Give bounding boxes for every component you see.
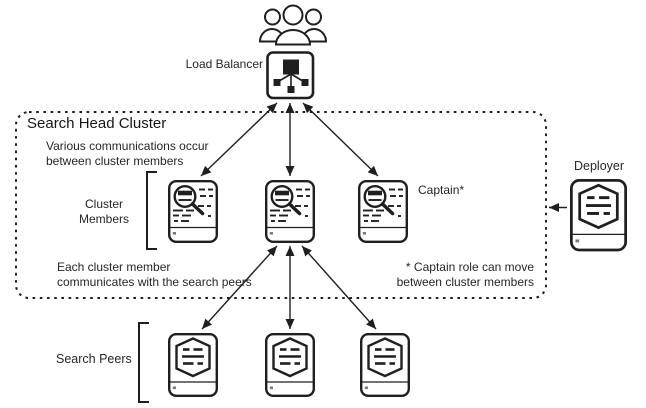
lb-to-members-arrows xyxy=(200,102,379,177)
note-communications-line2: between cluster members xyxy=(46,154,184,168)
cluster-members-label-line1: Cluster xyxy=(84,197,123,211)
load-balancer-label: Load Balancer xyxy=(185,57,263,71)
cluster-members-label-line2: Members xyxy=(78,212,129,226)
note-search-peers-line1: Each cluster member xyxy=(57,260,171,274)
captain-footnote-line1: * Captain role can move xyxy=(405,260,534,274)
arrow-sh2-peer3 xyxy=(301,245,377,330)
captain-footnote-line2: between cluster members xyxy=(396,275,534,289)
deployer-label: Deployer xyxy=(573,159,625,173)
cluster-members-label: Cluster Members xyxy=(68,197,140,227)
search-head-cluster-boundary xyxy=(15,111,547,299)
note-communications: Various communications occur between clu… xyxy=(46,139,209,169)
search-peer-node-3 xyxy=(359,332,411,398)
note-search-peers: Each cluster member communicates with th… xyxy=(57,260,252,290)
search-peers-label: Search Peers xyxy=(56,352,132,366)
users-icon xyxy=(258,4,328,46)
note-search-peers-line2: communicates with the search peers xyxy=(57,275,252,289)
arrow-lb-sh3 xyxy=(302,102,379,177)
search-head-node-1 xyxy=(169,181,217,242)
search-peers-bracket xyxy=(138,322,149,403)
search-head-node-2 xyxy=(266,181,314,242)
search-peer-node-2 xyxy=(264,332,316,398)
note-communications-line1: Various communications occur xyxy=(46,139,209,153)
captain-footnote: * Captain role can move between cluster … xyxy=(388,260,534,290)
load-balancer-icon xyxy=(266,51,315,100)
arrow-lb-sh1 xyxy=(200,102,278,177)
cluster-members-bracket xyxy=(146,171,157,250)
search-head-node-captain xyxy=(359,181,407,242)
deployer-node xyxy=(569,178,628,252)
arrow-sh2-peer1 xyxy=(201,245,278,330)
cluster-title: Search Head Cluster xyxy=(27,115,167,132)
captain-label: Captain* xyxy=(418,183,465,197)
search-peer-node-1 xyxy=(167,332,219,398)
member-to-peers-arrows xyxy=(201,245,377,330)
